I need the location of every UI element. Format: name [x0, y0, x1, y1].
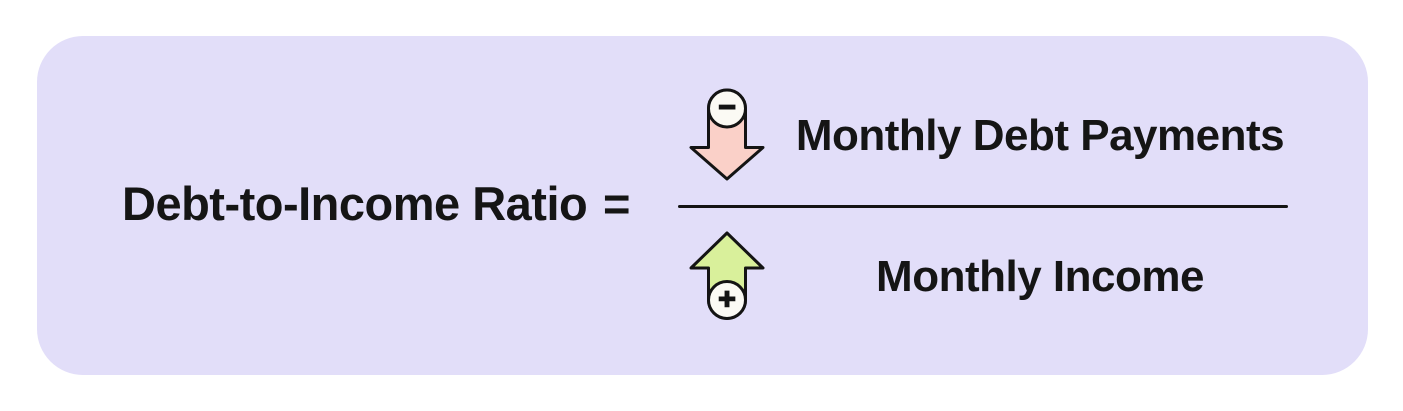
plus-badge-circle	[707, 280, 747, 320]
arrow-up-icon	[689, 231, 765, 320]
denominator-label: Monthly Income	[876, 252, 1204, 301]
arrow-down-icon	[689, 88, 765, 181]
fraction-divider-line	[678, 205, 1288, 208]
minus-badge-circle	[707, 88, 747, 129]
equals-sign: =	[603, 177, 631, 230]
numerator-label: Monthly Debt Payments	[795, 111, 1285, 160]
formula-card: Debt-to-Income Ratio = − Monthly Debt Pa…	[37, 36, 1368, 375]
formula-title: Debt-to-Income Ratio	[122, 177, 588, 230]
